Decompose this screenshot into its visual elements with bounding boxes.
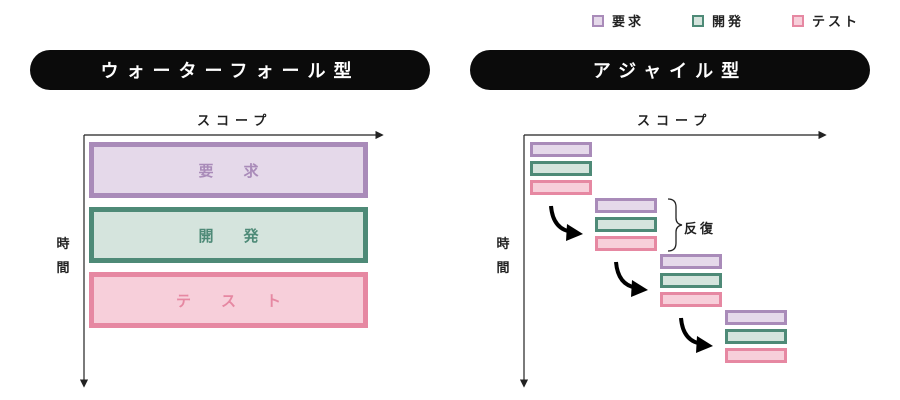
legend-swatch-requirements xyxy=(592,14,604,27)
agile-block-testing xyxy=(725,348,787,363)
iteration-arrow-2 xyxy=(614,261,648,297)
legend-item-requirements: 要求 xyxy=(592,11,644,30)
agile-block-requirements xyxy=(530,142,592,157)
iteration-arrow-1 xyxy=(549,205,583,241)
legend-label-testing: テスト xyxy=(812,15,861,30)
iteration-label: 反復 xyxy=(684,222,717,237)
legend-item-development: 開発 xyxy=(692,11,744,30)
waterfall-block-requirements: 要求 xyxy=(89,142,368,198)
waterfall-block-testing: テスト xyxy=(89,272,368,328)
agile-block-development xyxy=(595,217,657,232)
legend-item-testing: テスト xyxy=(792,11,860,30)
agile-block-development xyxy=(660,273,722,288)
agile-block-requirements xyxy=(595,198,657,213)
agile-y-axis-label-2: 間 xyxy=(496,261,510,276)
waterfall-x-axis-label: スコープ xyxy=(197,114,273,129)
agile-block-development xyxy=(530,161,592,176)
legend-swatch-development xyxy=(692,14,704,27)
agile-y-axis-label-1: 時 xyxy=(496,237,510,252)
iteration-arrow-3 xyxy=(679,317,713,353)
agile-block-testing xyxy=(595,236,657,251)
iteration-brace xyxy=(667,198,683,252)
legend-label-development: 開発 xyxy=(712,15,745,30)
waterfall-y-axis-label-1: 時 xyxy=(56,237,70,252)
agile-block-requirements xyxy=(725,310,787,325)
agile-block-requirements xyxy=(660,254,722,269)
agile-title: アジャイル型 xyxy=(470,50,870,90)
waterfall-title: ウォーターフォール型 xyxy=(30,50,430,90)
legend-swatch-testing xyxy=(792,14,804,27)
agile-block-development xyxy=(725,329,787,344)
waterfall-y-axis-label-2: 間 xyxy=(56,261,70,276)
waterfall-block-development: 開発 xyxy=(89,207,368,263)
agile-block-testing xyxy=(530,180,592,195)
agile-block-testing xyxy=(660,292,722,307)
legend-label-requirements: 要求 xyxy=(612,15,645,30)
agile-x-axis-label: スコープ xyxy=(637,114,713,129)
